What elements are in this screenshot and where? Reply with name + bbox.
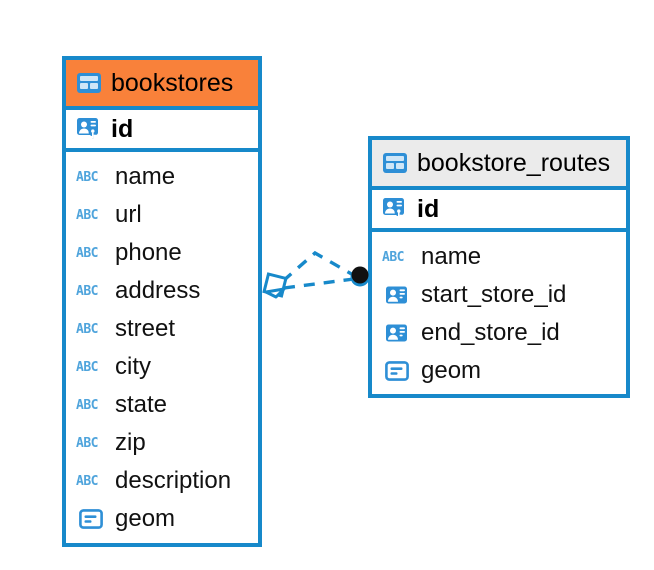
field-label-zip: zip <box>115 429 146 456</box>
diamond-marker <box>262 272 288 299</box>
abc-text-icon: ABC <box>76 473 98 489</box>
entity-bookstore-routes-title: bookstore_routes <box>417 148 611 177</box>
field-label-city: city <box>115 353 151 380</box>
field-row-geom[interactable]: geom <box>372 352 626 390</box>
field-row-zip[interactable]: ABC zip <box>66 424 258 462</box>
field-label-description: description <box>115 467 232 494</box>
entity-bookstores[interactable]: bookstores <box>62 56 262 547</box>
abc-text-icon: ABC <box>76 359 98 375</box>
field-label-name: name <box>115 163 176 190</box>
field-label-start-store-id: start_store_id <box>421 281 567 308</box>
field-label-state: state <box>115 391 168 418</box>
entity-bookstore-routes-field-list: ABC name start_store_id <box>372 232 626 398</box>
table-icon <box>76 72 102 94</box>
entity-bookstores-field-list: ABC name ABC url ABC phone ABC address A… <box>66 152 258 546</box>
primary-key-icon <box>76 116 102 142</box>
field-label-phone: phone <box>115 239 182 266</box>
field-row-address[interactable]: ABC address <box>66 272 258 310</box>
field-row-end-store-id[interactable]: end_store_id <box>372 314 626 352</box>
entity-bookstores-primary-key-label: id <box>111 114 134 143</box>
entity-bookstore-routes-primary-key-row[interactable]: id <box>372 186 626 232</box>
field-row-start-store-id[interactable]: start_store_id <box>372 276 626 314</box>
abc-text-icon: ABC <box>76 169 98 185</box>
abc-text-icon: ABC <box>76 435 98 451</box>
geometry-icon <box>382 361 412 381</box>
abc-text-icon: ABC <box>76 321 98 337</box>
field-label-geom: geom <box>421 357 482 384</box>
field-label-end-store-id: end_store_id <box>421 319 560 346</box>
field-row-url[interactable]: ABC url <box>66 196 258 234</box>
filled-circle-marker <box>350 266 370 287</box>
entity-bookstore-routes-primary-key-label: id <box>417 194 440 223</box>
field-row-name[interactable]: ABC name <box>372 238 626 276</box>
field-row-geom[interactable]: geom <box>66 500 258 538</box>
geometry-icon <box>76 509 106 529</box>
entity-bookstore-routes[interactable]: bookstore_routes <box>368 136 630 398</box>
field-row-state[interactable]: ABC state <box>66 386 258 424</box>
field-label-geom: geom <box>115 505 176 532</box>
abc-text-icon: ABC <box>382 249 404 265</box>
table-icon <box>382 152 408 174</box>
entity-bookstores-primary-key-row[interactable]: id <box>66 106 258 152</box>
entity-bookstores-header[interactable]: bookstores <box>66 60 258 106</box>
field-row-city[interactable]: ABC city <box>66 348 258 386</box>
abc-text-icon: ABC <box>76 283 98 299</box>
relationship-edge-lower <box>283 277 355 290</box>
field-label-street: street <box>115 315 176 342</box>
field-row-phone[interactable]: ABC phone <box>66 234 258 272</box>
entity-bookstore-routes-header[interactable]: bookstore_routes <box>372 140 626 186</box>
field-label-url: url <box>115 201 142 228</box>
relationship-edge-upper <box>281 250 356 283</box>
abc-text-icon: ABC <box>76 207 98 223</box>
field-row-street[interactable]: ABC street <box>66 310 258 348</box>
field-label-name: name <box>421 243 482 270</box>
entity-bookstores-title: bookstores <box>111 68 234 97</box>
primary-key-icon <box>382 196 408 222</box>
abc-text-icon: ABC <box>76 397 98 413</box>
foreign-key-icon <box>382 323 412 343</box>
abc-text-icon: ABC <box>76 245 98 261</box>
field-row-description[interactable]: ABC description <box>66 462 258 500</box>
field-label-address: address <box>115 277 201 304</box>
foreign-key-icon <box>382 285 412 305</box>
field-row-name[interactable]: ABC name <box>66 158 258 196</box>
